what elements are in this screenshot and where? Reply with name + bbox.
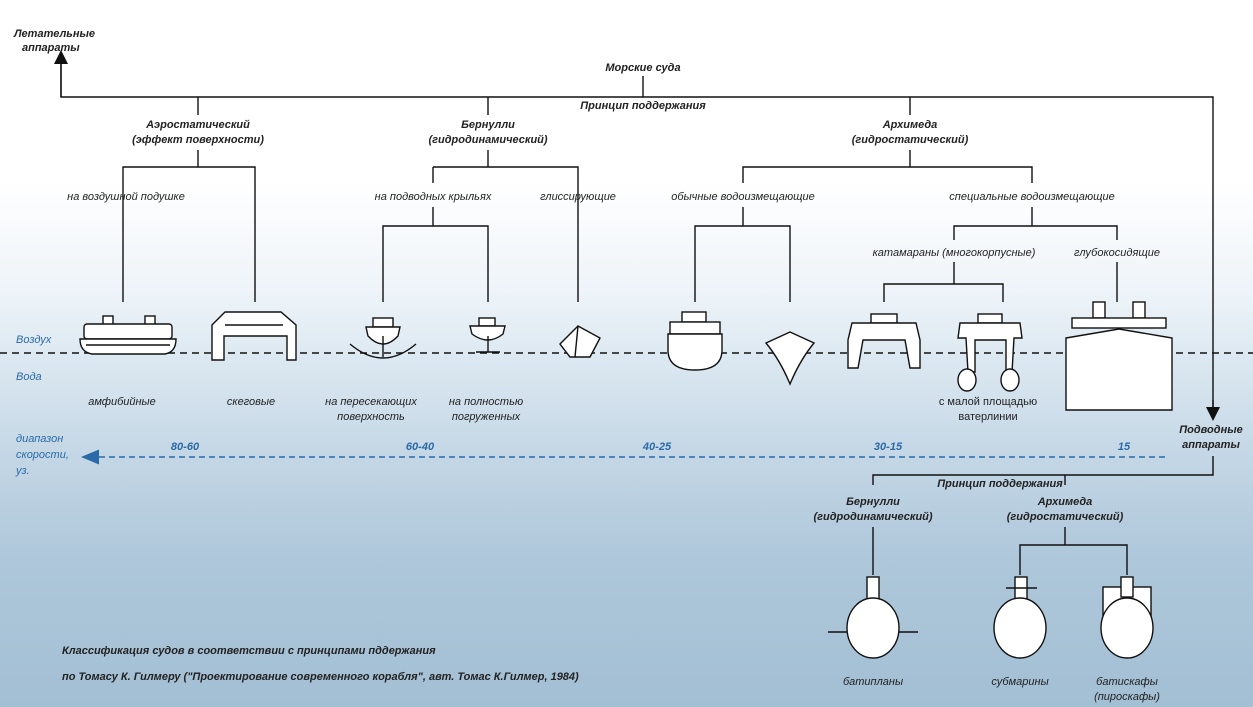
vessel-swath-1: с малой площадью: [939, 396, 1037, 408]
aircraft-label-2: аппараты: [22, 42, 80, 54]
vessel-surface-piercing-2: поверхность: [337, 411, 405, 423]
planing-boat-icon: [559, 325, 601, 358]
speed-range-4: 30-15: [874, 441, 903, 453]
catamaran-icon: [847, 313, 921, 369]
conventional-ship-icon: [667, 311, 723, 371]
bathyscaphe-icon: [1100, 576, 1154, 659]
aircraft-label-1: Летательные: [13, 28, 95, 40]
principle-aerostatic-1: Аэростатический: [145, 119, 250, 131]
speed-range-2: 60-40: [406, 441, 435, 453]
deep-v-ship-icon: [764, 331, 816, 386]
category-catamarans: катамараны (многокорпусные): [873, 247, 1036, 259]
underwater-archimedes-2: (гидростатический): [1007, 511, 1124, 523]
caption-line-1: Классификация судов в соответствии с при…: [62, 645, 436, 657]
top-tree-lines: [54, 50, 1220, 421]
vessel-amphibious: амфибийные: [88, 396, 156, 408]
root-subtitle: Принцип поддержания: [580, 100, 706, 112]
vessel-skeg: скеговые: [227, 396, 275, 408]
principle-archimedes-1: Архимеда: [882, 119, 938, 131]
category-conventional: обычные водоизмещающие: [671, 191, 814, 203]
category-deep-draft: глубокосидящие: [1074, 247, 1160, 259]
category-special: специальные водоизмещающие: [949, 191, 1114, 203]
root-title: Морские суда: [605, 62, 680, 74]
underwater-archimedes-1: Архимеда: [1037, 496, 1093, 508]
category-planing: глиссирующие: [540, 191, 616, 203]
speed-label-3: уз.: [15, 465, 30, 477]
underwater-bathyscaphes-2: (пироскафы): [1094, 691, 1160, 703]
speed-label-2: скорости,: [16, 449, 69, 461]
hovercraft-icon: [79, 315, 177, 355]
underwater-title-2: аппараты: [1182, 439, 1240, 451]
underwater-bernoulli-2: (гидродинамический): [813, 511, 932, 523]
deep-draft-ship-icon: [1065, 301, 1173, 411]
vessel-fully-submerged-1: на полностью: [449, 396, 523, 408]
category-air-cushion: на воздушной подушке: [67, 191, 185, 203]
principle-aerostatic-2: (эффект поверхности): [132, 134, 264, 146]
surface-piercing-hydrofoil-icon: [349, 317, 417, 359]
speed-range-3: 40-25: [642, 441, 672, 453]
vessel-swath-2: ватерлинии: [958, 411, 1017, 423]
swath-vessel-icon: [957, 313, 1023, 392]
vessel-fully-submerged-2: погруженных: [452, 411, 521, 423]
underwater-subtitle: Принцип поддержания: [937, 478, 1063, 490]
speed-label-1: диапазон: [16, 433, 63, 445]
underwater-bathyscaphes-1: батискафы: [1096, 676, 1158, 688]
underwater-submarines: субмарины: [991, 676, 1048, 688]
underwater-batiplanes: батипланы: [843, 676, 903, 688]
speed-range-5: 15: [1118, 441, 1131, 453]
principle-bernoulli-2: (гидродинамический): [428, 134, 547, 146]
principle-archimedes-2: (гидростатический): [852, 134, 969, 146]
fully-submerged-hydrofoil-icon: [469, 317, 506, 353]
caption-line-2: по Томасу К. Гилмеру ("Проектирование со…: [62, 671, 579, 683]
vessel-surface-piercing-1: на пересекающих: [325, 396, 417, 408]
category-hydrofoil: на подводных крыльях: [375, 191, 492, 203]
air-label: Воздух: [16, 334, 52, 346]
speed-range-1: 80-60: [171, 441, 200, 453]
underwater-bernoulli-1: Бернулли: [846, 496, 900, 508]
underwater-tree-lines: [872, 456, 1214, 575]
batiplane-icon: [828, 576, 918, 659]
underwater-title-1: Подводные: [1179, 424, 1242, 436]
skeg-ship-icon: [211, 311, 297, 361]
submarine-icon: [993, 576, 1047, 659]
water-label: Вода: [16, 371, 42, 383]
principle-bernoulli-1: Бернулли: [461, 119, 515, 131]
